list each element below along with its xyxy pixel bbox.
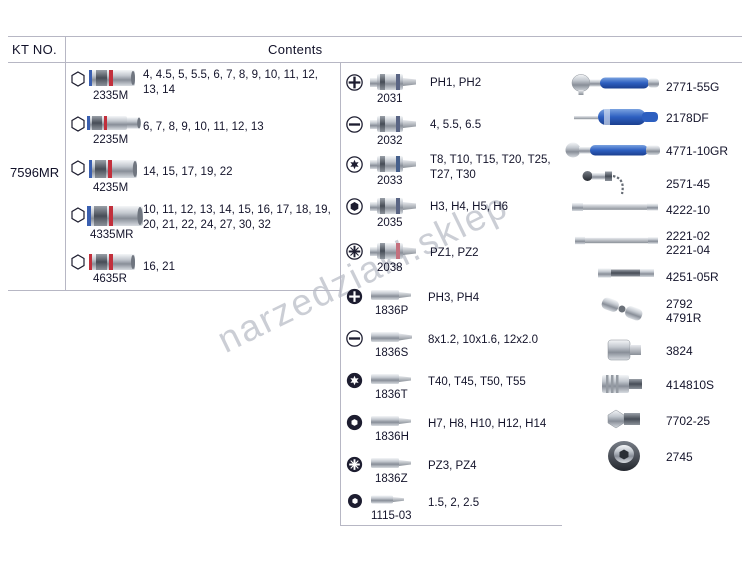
part-number: 2031: [377, 93, 403, 105]
part-number: 1836P: [375, 305, 409, 317]
pozidriv-icon: [346, 243, 363, 260]
slotted-icon: [346, 116, 363, 133]
sizes-list: H3, H4, H5, H6: [430, 201, 508, 213]
bit-image: [371, 374, 411, 384]
part-number: 2221-02: [666, 229, 711, 243]
sizes-list: T40, T45, T50, T55: [428, 376, 526, 388]
screwdriver-image: [574, 109, 658, 125]
torx-icon: [346, 156, 363, 173]
part-number: 7702-25: [666, 414, 711, 428]
part-number: 1836Z: [375, 473, 408, 485]
part-number: 2178DF: [666, 111, 709, 125]
part-number: 2235M: [93, 134, 129, 146]
contents-header: Contents: [268, 42, 323, 57]
extension-bar-image: [572, 203, 658, 211]
sizes-list: PZ1, PZ2: [430, 247, 479, 259]
bit-socket-image: [370, 74, 416, 90]
part-number: 3824: [666, 344, 693, 358]
bit-image: [371, 458, 411, 468]
sizes-list: 4, 5.5, 6.5: [430, 119, 482, 131]
socket-image: [89, 70, 135, 86]
extension-bar-image: [598, 268, 654, 278]
part-number: 2221-04: [666, 243, 711, 257]
divider: [340, 62, 341, 525]
kt-no-header: KT NO.: [12, 42, 57, 57]
part-number: 4771-10GR: [666, 144, 729, 158]
bit-image: [371, 495, 404, 504]
hex-socket-icon: [71, 71, 85, 87]
ratchet-image: [565, 142, 660, 158]
sizes-list: H7, H8, H10, H12, H14: [428, 418, 547, 430]
sizes-list: 1.5, 2, 2.5: [428, 497, 480, 509]
hex-drive-icon: [348, 494, 362, 508]
pozidriv-icon: [346, 456, 363, 473]
part-number: 2035: [377, 217, 403, 229]
hex-drive-icon: [346, 198, 363, 215]
universal-joint-image: [601, 297, 643, 321]
part-number: 4791R: [666, 311, 702, 325]
sizes-list: 10, 11, 12, 13, 14, 15, 16, 17, 18, 19, …: [143, 204, 331, 232]
adapter-image: [602, 375, 642, 393]
adapter-image: [607, 339, 641, 361]
sizes-list: T8, T10, T15, T20, T25, T27, T30: [430, 154, 551, 182]
sizes-list: 16, 21: [143, 261, 175, 273]
divider: [8, 62, 742, 63]
extension-bar-image: [575, 236, 658, 245]
part-number: 2335M: [93, 90, 129, 102]
hex-drive-icon: [346, 414, 363, 431]
sizes-list: 14, 15, 17, 19, 22: [143, 166, 233, 178]
adapter-chain-image: [582, 171, 624, 195]
part-number: 2792: [666, 297, 693, 311]
part-number: 4251-05R: [666, 270, 719, 284]
torx-icon: [346, 372, 363, 389]
divider: [65, 36, 66, 290]
socket-image: [87, 206, 143, 226]
part-number: 2745: [666, 450, 693, 464]
part-number: 4335MR: [90, 229, 134, 241]
part-number: 414810S: [666, 378, 715, 392]
part-number: 1836T: [375, 389, 408, 401]
divider: [8, 36, 742, 37]
bit-socket-image: [370, 198, 416, 214]
phillips-icon: [346, 288, 363, 305]
bit-adapter-image: [607, 409, 640, 429]
bit-socket-image: [370, 156, 416, 172]
bit-socket-image: [370, 243, 416, 259]
sizes-list: PZ3, PZ4: [428, 460, 477, 472]
part-number: 2771-55G: [666, 80, 720, 94]
part-number: 4235M: [93, 182, 129, 194]
hex-socket-icon: [71, 116, 85, 132]
hex-socket-icon: [71, 207, 85, 223]
bit-image: [371, 290, 411, 300]
sizes-list: PH1, PH2: [430, 77, 482, 89]
hex-socket-icon: [71, 254, 85, 270]
slotted-icon: [346, 330, 363, 347]
bit-image: [371, 416, 411, 426]
socket-image: [87, 116, 141, 130]
sizes-list: 6, 7, 8, 9, 10, 11, 12, 13: [143, 121, 264, 133]
bit-socket-image: [370, 116, 416, 132]
part-number: 2033: [377, 175, 403, 187]
part-number: 1836S: [375, 347, 409, 359]
socket-image: [89, 254, 135, 270]
ratchet-image: [571, 74, 659, 95]
thumb-wheel-image: [608, 441, 640, 471]
part-number: 2038: [377, 262, 403, 274]
kit-number: 7596MR: [10, 165, 60, 180]
bit-image: [371, 332, 412, 342]
phillips-icon: [346, 74, 363, 91]
part-number: 1115-03: [371, 510, 412, 522]
part-number: 2032: [377, 135, 403, 147]
socket-image: [89, 160, 137, 178]
divider: [340, 525, 562, 526]
divider: [8, 290, 340, 291]
sizes-list: 8x1.2, 10x1.6, 12x2.0: [428, 334, 538, 346]
sizes-list: PH3, PH4: [428, 292, 480, 304]
hex-socket-icon: [71, 160, 85, 176]
sizes-list: 4, 4.5, 5, 5.5, 6, 7, 8, 9, 10, 11, 12, …: [143, 69, 318, 97]
part-number: 2571-45: [666, 177, 711, 191]
part-number: 4222-10: [666, 203, 711, 217]
part-number: 1836H: [375, 431, 409, 443]
part-number: 4635R: [93, 273, 127, 285]
